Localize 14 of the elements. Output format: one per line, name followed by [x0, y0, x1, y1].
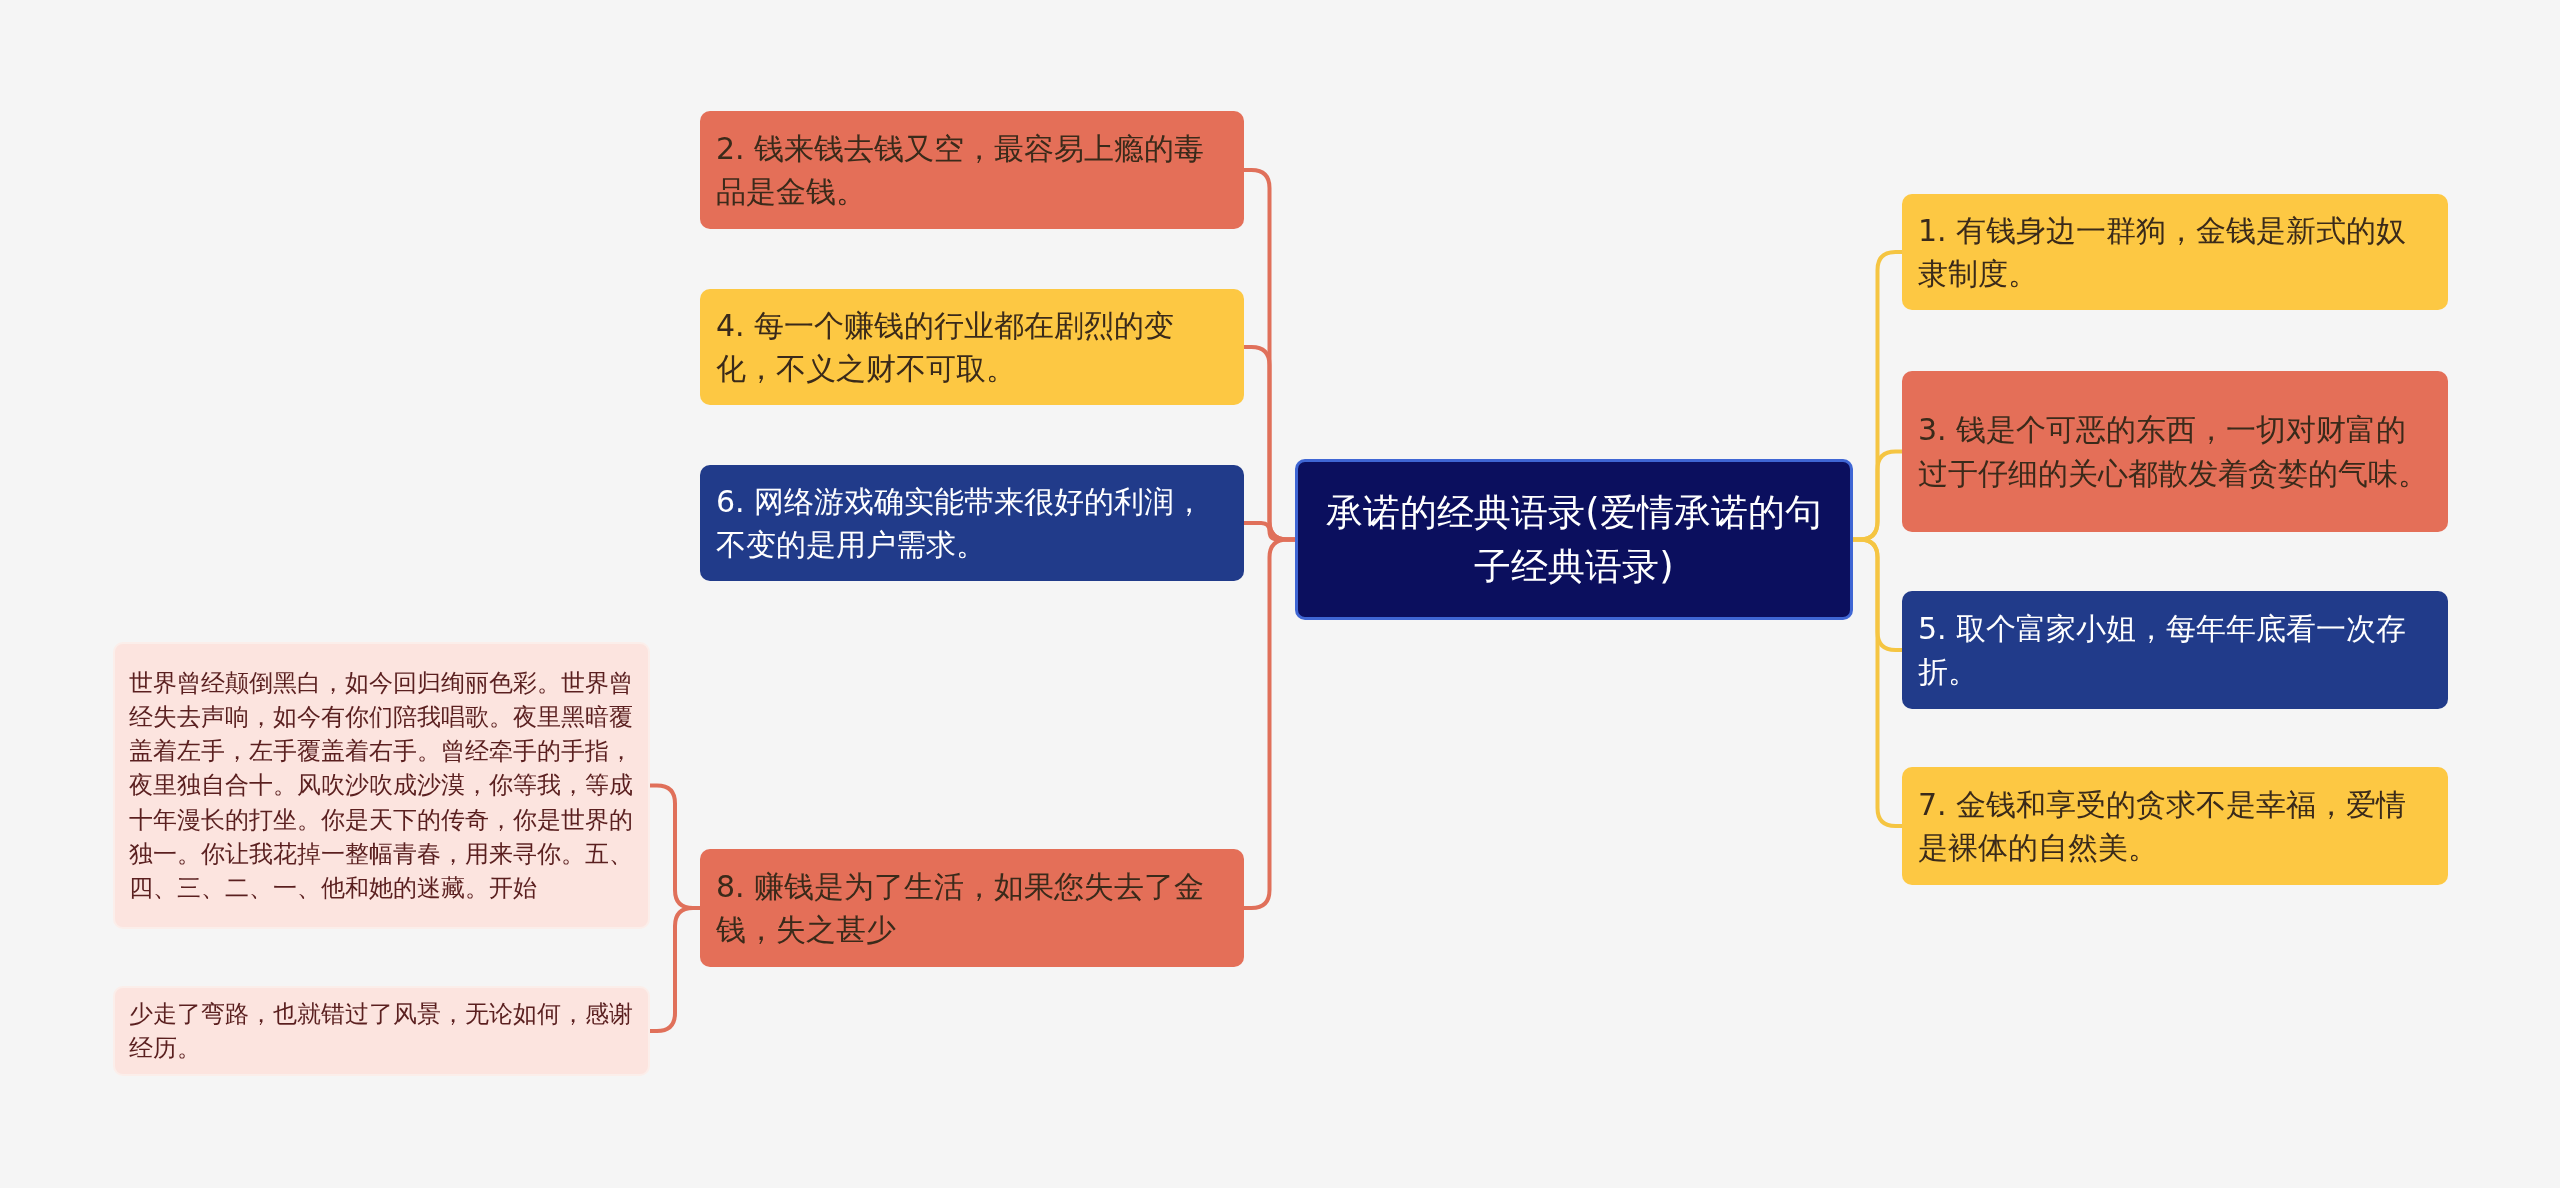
- connector-line: [650, 906, 700, 1033]
- topic-box: 7. 金钱和享受的贪求不是幸福，爱情是裸体的自然美。: [1902, 767, 2448, 885]
- connector-line: [1244, 537, 1295, 910]
- connector-line: [1853, 537, 1902, 828]
- root-box: 承诺的经典语录(爱情承诺的句子经典语录): [1295, 459, 1853, 620]
- topic-box: 4. 每一个赚钱的行业都在剧烈的变化，不义之财不可取。: [700, 289, 1244, 405]
- topic-box: 5. 取个富家小姐，每年年底看一次存折。: [1902, 591, 2448, 709]
- topic-box: 1. 有钱身边一群狗，金钱是新式的奴隶制度。: [1902, 194, 2448, 310]
- note-box: 世界曾经颠倒黑白，如今回归绚丽色彩。世界曾经失去声响，如今有你们陪我唱歌。夜里黑暗覆盖着左手，左手覆盖着右手。曾经牵手的手指，夜里独自合十。风吹沙吹成沙漠，你等我，等成十年漫长的打坐。你是天下的传奇，你是世界的独一。你让我花掉一整幅青春，用来寻你。五、四、三、二、一、他和她的迷藏。开始: [113, 642, 650, 929]
- topic-box: 8. 赚钱是为了生活，如果您失去了金钱，失之甚少: [700, 849, 1244, 967]
- topic-box: 2. 钱来钱去钱又空，最容易上瘾的毒品是金钱。: [700, 111, 1244, 229]
- note-box: 少走了弯路，也就错过了风景，无论如何，感谢经历。: [113, 986, 650, 1076]
- topic-box: 6. 网络游戏确实能带来很好的利润，不变的是用户需求。: [700, 465, 1244, 581]
- topic-box: 3. 钱是个可恶的东西，一切对财富的过于仔细的关心都散发着贪婪的气味。: [1902, 371, 2448, 532]
